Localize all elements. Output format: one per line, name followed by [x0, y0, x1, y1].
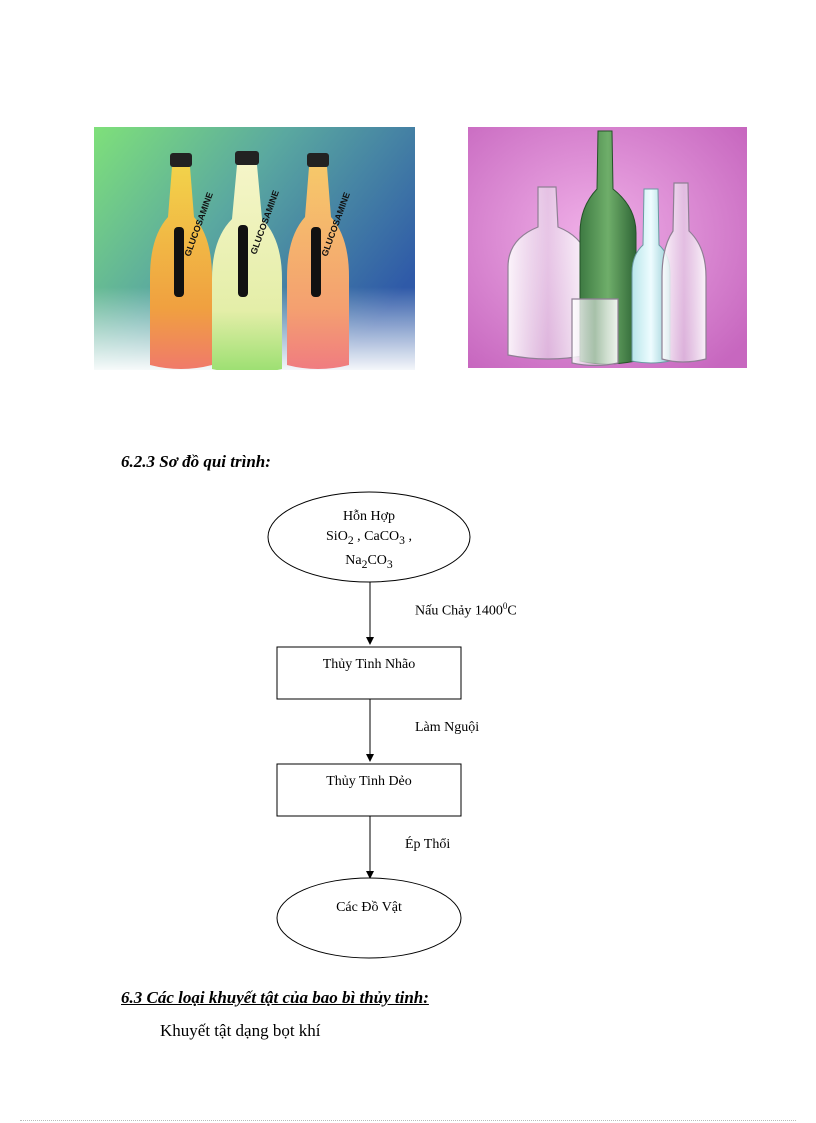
juice-bottles-photo: GLUCOSAMINE GLUCOSAMINE GLUCOSAMINE — [94, 127, 415, 370]
step-label-cooling: Làm Nguội — [415, 720, 480, 735]
glass-bottles-photo — [468, 127, 747, 368]
end-node-text: Các Đồ Vật — [336, 900, 402, 915]
box-2-text: Thủy Tinh Dẻo — [326, 774, 412, 789]
end-ellipse — [276, 877, 462, 959]
defect-item-text: Khuyết tật dạng bọt khí — [160, 1021, 321, 1040]
section-heading-defects: 6.3 Các loại khuyết tật của bao bì thủy … — [121, 988, 429, 1007]
step-label-blowing: Ép Thổi — [405, 837, 451, 852]
page-divider — [20, 1120, 796, 1121]
step-label-melting: Nấu Chảy 14000C — [415, 601, 517, 619]
box-1-text: Thủy Tinh Nhão — [322, 657, 416, 672]
section-heading-process: 6.2.3 Sơ đồ qui trình: — [121, 452, 271, 471]
start-node-text: Hỗn Hợp SiO2 , CaCO3 , Na2CO3 — [326, 509, 412, 571]
